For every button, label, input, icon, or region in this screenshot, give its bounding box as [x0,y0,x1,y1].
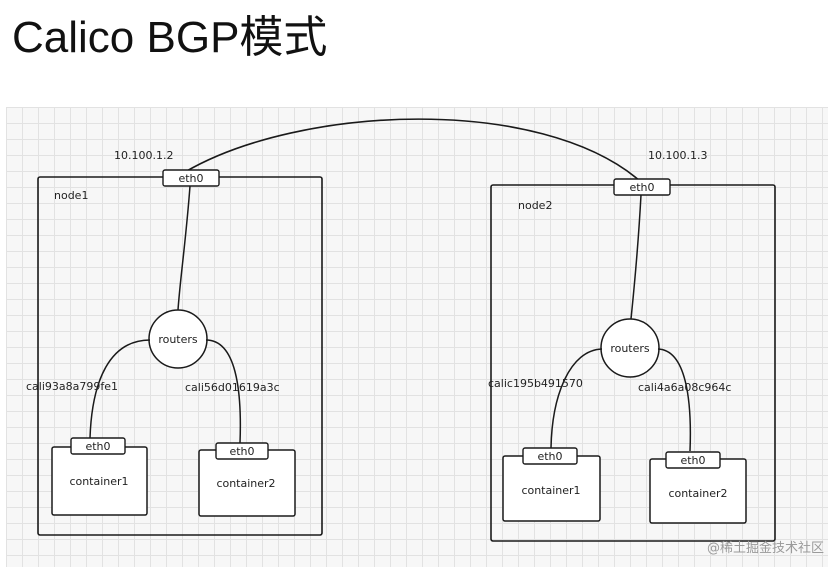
node1-container1-eth0-box[interactable] [70,437,126,455]
node1-eth0-label: eth0 [178,172,203,185]
node1-container2-eth0-label: eth0 [229,445,254,458]
node2-container2-eth0-label: eth0 [680,454,705,467]
node2-uplink [630,194,642,320]
node2-eth0-box[interactable] [613,178,671,196]
node2-router[interactable] [600,318,660,378]
node2-ip: 10.100.1.3 [648,149,707,162]
node1-label: node1 [54,189,88,202]
node1-link-right-label: cali56d01619a3c [185,381,280,394]
node2-container1-eth0-label: eth0 [537,450,562,463]
node1-eth0-box[interactable] [162,169,220,187]
node1-link-right [205,339,242,444]
node2-container1-label: container1 [521,484,580,497]
node1-container1-label: container1 [69,475,128,488]
node1-router-label: routers [158,333,198,346]
node2-container1-eth0-box[interactable] [522,447,578,465]
node1-container2-eth0-box[interactable] [215,442,269,460]
node1-link-left [89,339,151,439]
watermark: @稀土掘金技术社区 [707,540,824,556]
node2-eth0-label: eth0 [629,181,654,194]
node1-uplink [177,185,191,311]
bgp-link [184,118,641,182]
node2-container2-label: container2 [668,487,727,500]
node2-link-left-label: calic195b491570 [488,377,583,390]
node2-router-label: routers [610,342,650,355]
node2-label: node2 [518,199,552,212]
node2-link-right-label: cali4a6a08c964c [638,381,731,394]
page-title: Calico BGP模式 [12,13,328,62]
node1-container2-label: container2 [216,477,275,490]
node2-link-left [550,348,603,449]
node1-router[interactable] [148,309,208,369]
node2-container2-eth0-box[interactable] [665,451,721,469]
node1-ip: 10.100.1.2 [114,149,173,162]
node1-container1-eth0-label: eth0 [85,440,110,453]
node1-link-left-label: cali93a8a799fe1 [26,380,118,393]
node2-link-right [657,348,692,452]
